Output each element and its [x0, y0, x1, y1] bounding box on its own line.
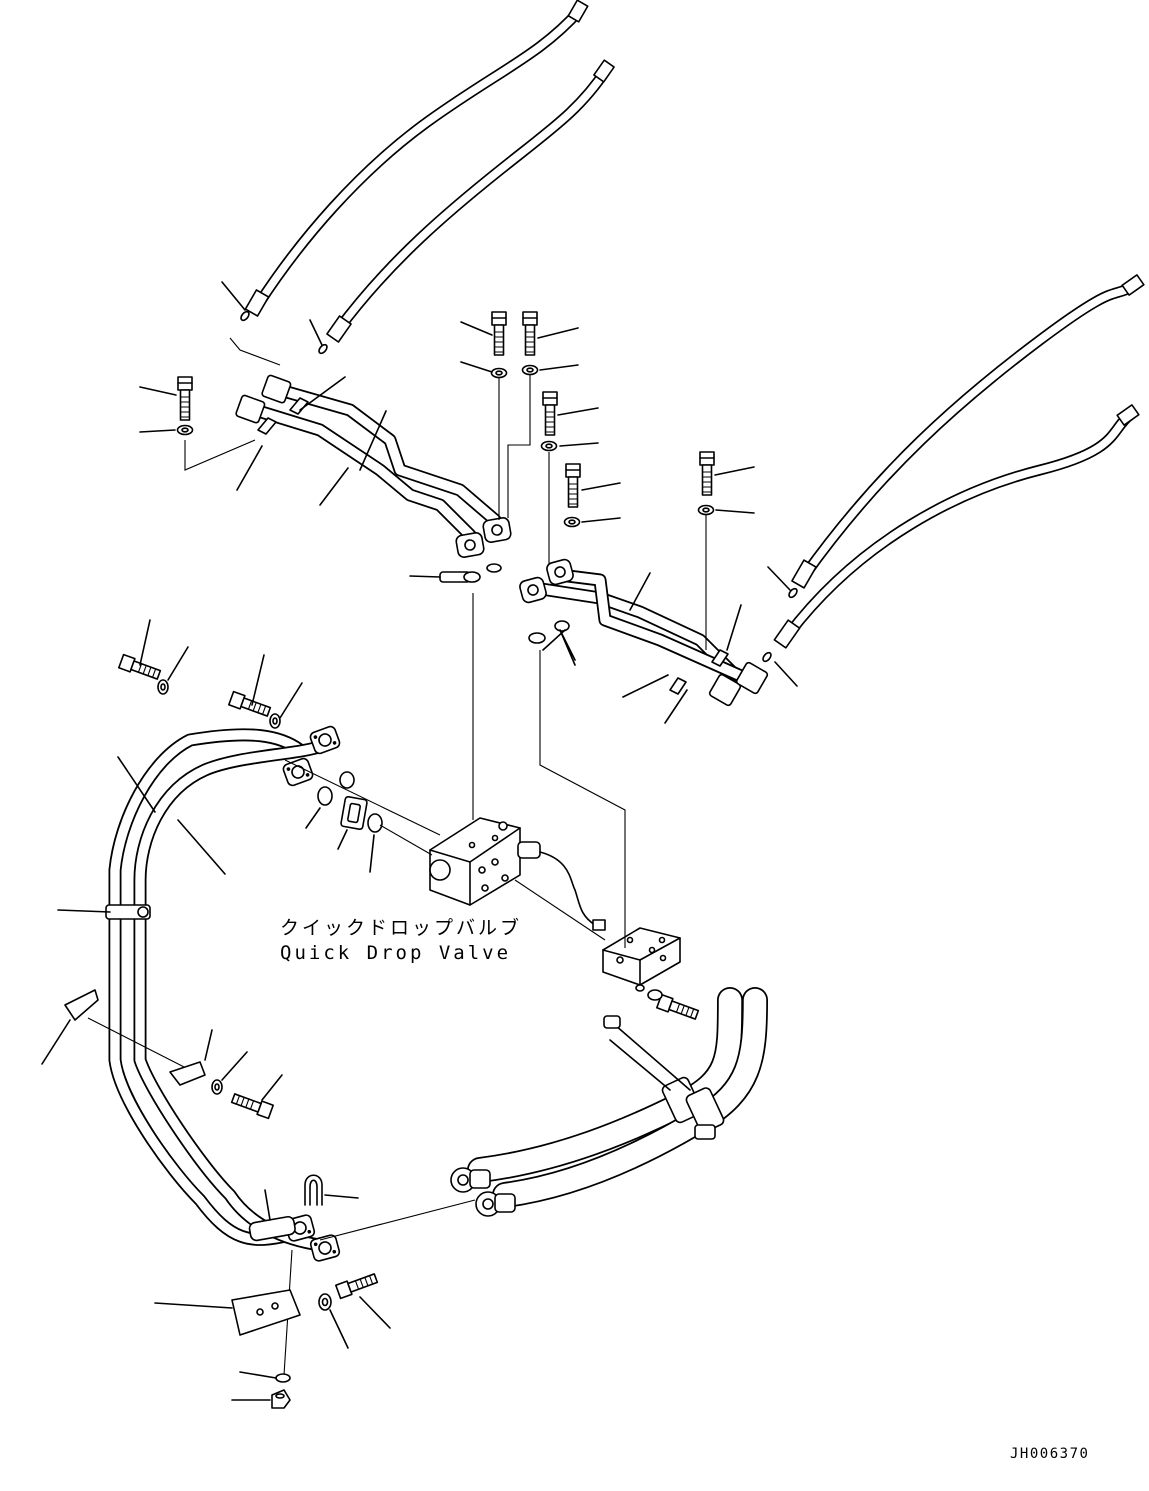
bolt-upper-right	[699, 451, 715, 496]
bolt-upper-center-4	[565, 463, 581, 508]
bolt-bottom-2	[335, 1270, 379, 1300]
washer-upper-center-1	[490, 367, 508, 379]
callout-lines	[41, 281, 798, 1401]
leader-lines	[87, 337, 707, 1376]
bolt-upper-center-2	[522, 311, 538, 356]
mounting-bracket	[231, 1289, 301, 1336]
valve-label-japanese: クイックドロップバルブ	[280, 917, 523, 939]
upper-right-tube-assembly	[519, 558, 769, 707]
nut-bottom	[271, 1389, 291, 1409]
washer-upper-center-2	[521, 364, 539, 376]
left-bent-tube-assembly	[105, 728, 332, 1252]
bolt-upper-center-3	[542, 391, 558, 436]
u-bolt	[304, 1174, 323, 1206]
quick-drop-valve-body	[429, 817, 606, 931]
bolt-upper-center-1	[491, 311, 507, 356]
upper-left-hose-1	[244, 0, 589, 317]
washer-upper-right	[697, 504, 715, 516]
washer-bottom-3	[275, 1373, 291, 1383]
washer-bottom-1	[211, 1079, 223, 1095]
bolt-valve-right	[656, 993, 700, 1023]
bolt-left-2	[228, 690, 272, 720]
clip-center	[169, 1061, 206, 1086]
washer-bottom-2	[318, 1293, 332, 1311]
drawing-code: JH006370	[1010, 1446, 1090, 1462]
large-hose-bottom-right	[450, 987, 768, 1217]
bolt-upper-left	[177, 376, 193, 421]
hose-fitting-1	[450, 1167, 491, 1193]
washer-upper-left	[176, 424, 194, 436]
hose-clamp-bracket	[603, 1015, 725, 1140]
upper-right-hose-2	[773, 404, 1140, 649]
washer-upper-center-4	[563, 516, 581, 528]
upper-left-hose-2	[326, 59, 615, 343]
gasket-plate	[340, 795, 368, 831]
valve-label-english: Quick Drop Valve	[280, 942, 512, 964]
washer-left-2	[269, 713, 281, 729]
seal-set-upper	[439, 563, 570, 644]
hose-fitting-2	[475, 1191, 516, 1217]
valve-block-2	[602, 927, 681, 986]
upper-right-hose-1	[791, 274, 1145, 589]
clip-left	[64, 989, 99, 1021]
clamp-left-tube	[105, 904, 151, 920]
washer-upper-center-3	[540, 440, 558, 452]
upper-left-tube-assembly	[235, 374, 512, 558]
bolt-left-1	[118, 653, 162, 683]
washer-left-1	[157, 679, 169, 695]
bolt-bottom-1	[230, 1090, 274, 1120]
